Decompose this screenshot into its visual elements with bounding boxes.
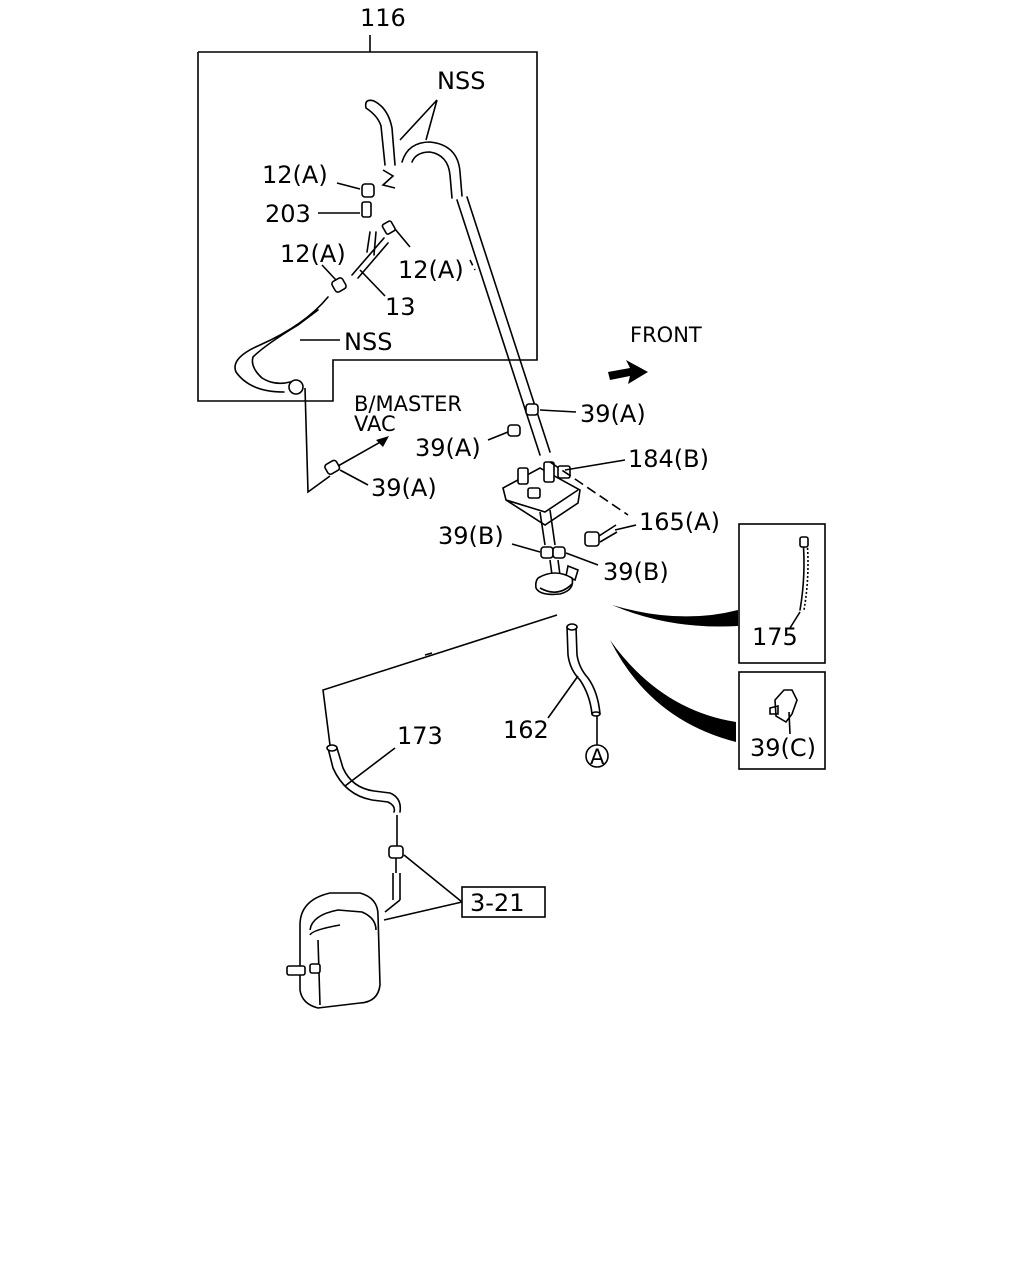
label-39a-1: 39(A) <box>580 400 646 428</box>
detail-box-39c: 39(C) <box>738 671 826 770</box>
bolt-165a: 165(A) <box>584 508 720 547</box>
detail-box-175: 175 <box>738 523 826 664</box>
label-12a-1: 12(A) <box>262 161 328 189</box>
label-175: 175 <box>752 623 798 651</box>
clip-39a-left: 39(A) <box>324 459 437 502</box>
label-184b: 184(B) <box>628 445 709 473</box>
upper-nss-hoses: NSS <box>364 67 485 199</box>
label-116: 116 <box>360 4 406 32</box>
lower-nss-hose: NSS <box>234 296 392 395</box>
label-12a-3: 12(A) <box>398 256 464 284</box>
clips-39b: 39(B) 39(B) <box>438 522 669 586</box>
hose-to-bmaster <box>304 387 331 494</box>
label-bmaster: B/MASTER <box>354 392 462 416</box>
cap-12a-top: 12(A) <box>262 161 375 198</box>
label-39a-3: 39(A) <box>371 474 437 502</box>
label-nss-top: NSS <box>437 67 485 95</box>
label-13: 13 <box>385 293 416 321</box>
clip-39a-upper: 39(A) <box>525 400 646 428</box>
routing-line <box>322 614 558 746</box>
label-circle-a: A <box>590 745 605 769</box>
callout-box-116: 116 <box>197 4 538 402</box>
label-3-21: 3-21 <box>470 889 524 917</box>
tee-13: 12(A) 13 <box>351 220 464 321</box>
label-nss-lower: NSS <box>344 328 392 356</box>
label-12a-2: 12(A) <box>280 240 346 268</box>
label-39b-1: 39(B) <box>438 522 504 550</box>
break-line <box>381 169 396 189</box>
canister-assembly <box>286 845 404 1009</box>
label-39a-2: 39(A) <box>415 434 481 462</box>
detail-pointers <box>610 605 738 742</box>
label-39c: 39(C) <box>750 734 816 762</box>
cap-12a-left: 12(A) <box>280 240 347 293</box>
hose-173: 173 <box>326 722 443 848</box>
clip-39a-middle: 39(A) <box>415 424 521 462</box>
ref-box-3-21: 3-21 <box>383 854 546 921</box>
label-173: 173 <box>397 722 443 750</box>
label-203: 203 <box>265 200 311 228</box>
main-vacuum-pipe <box>456 196 551 456</box>
label-165a: 165(A) <box>639 508 720 536</box>
front-indicator: FRONT <box>608 323 702 384</box>
label-39b-2: 39(B) <box>603 558 669 586</box>
connector-203: 203 <box>265 200 372 228</box>
hose-162: 162 A <box>503 623 609 769</box>
front-arrow-icon <box>608 360 648 384</box>
valve-assembly-184b: 184(B) <box>502 445 709 546</box>
bmaster-vac-arrow: B/MASTER VAC <box>337 392 462 467</box>
label-front: FRONT <box>630 323 702 347</box>
label-vac: VAC <box>354 412 396 436</box>
label-162: 162 <box>503 716 549 744</box>
grommet <box>534 559 574 596</box>
